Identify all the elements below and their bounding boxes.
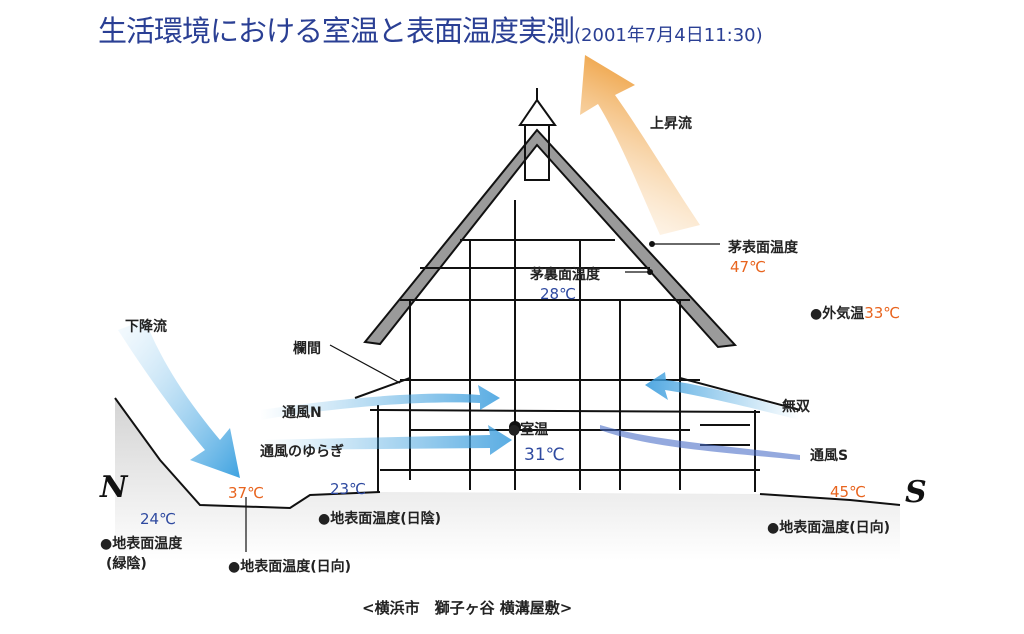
ground-green-label-2: (緑陰) (106, 556, 147, 572)
wind-n-arrow (260, 385, 500, 420)
wind-fluctuation-label: 通風のゆらぎ (260, 444, 344, 460)
downdraft-label: 下降流 (125, 319, 167, 335)
thatch-back-label: 茅裏面温度 (530, 267, 600, 283)
updraft-arrow (580, 55, 700, 235)
south-mark: S (905, 475, 927, 510)
room-temp-label: ●室温 (508, 422, 549, 438)
thatch-roof (363, 128, 738, 349)
ground-green-label: ●地表面温度 (100, 536, 183, 552)
wind-fluctuation-arrow (260, 425, 512, 455)
wind-s-arrow (645, 372, 800, 420)
thatch-surface-temp: 47℃ (730, 258, 766, 276)
ground-sun-s-temp: 45℃ (830, 483, 866, 501)
outside-temp: 33℃ (864, 304, 901, 322)
room-temp: 31℃ (524, 445, 565, 465)
wind-s-label: 通風S (810, 448, 849, 464)
ground (115, 398, 900, 560)
ground-shade-temp: 23℃ (330, 480, 366, 498)
title-main: 生活環境における室温と表面温度実測 (98, 14, 575, 48)
ranma-label: 欄間 (293, 341, 321, 357)
thatch-surface-label: 茅表面温度 (728, 240, 798, 256)
page-title: 生活環境における室温と表面温度実測(2001年7月4日11:30) (98, 8, 763, 50)
caption: <横浜市 獅子ヶ谷 横溝屋敷> (362, 599, 573, 617)
downdraft-arrow (118, 320, 240, 478)
updraft-label: 上昇流 (650, 116, 692, 132)
wind-n-label: 通風N (282, 405, 322, 421)
ground-green-temp: 24℃ (140, 510, 176, 528)
muso-label: 無双 (782, 399, 810, 415)
north-mark: N (100, 470, 128, 505)
outside-temp-label: ●外気温33℃ (810, 303, 900, 323)
thatch-back-temp: 28℃ (540, 285, 576, 303)
outside-label-text: ●外気温 (810, 306, 865, 322)
ground-sun-n-label: ●地表面温度(日向) (228, 559, 352, 575)
ground-shade-label: ●地表面温度(日陰) (318, 511, 442, 527)
ground-sun-s-label: ●地表面温度(日向) (767, 520, 891, 536)
ground-sun-n-temp: 37℃ (228, 484, 264, 502)
title-date: (2001年7月4日11:30) (574, 25, 763, 46)
